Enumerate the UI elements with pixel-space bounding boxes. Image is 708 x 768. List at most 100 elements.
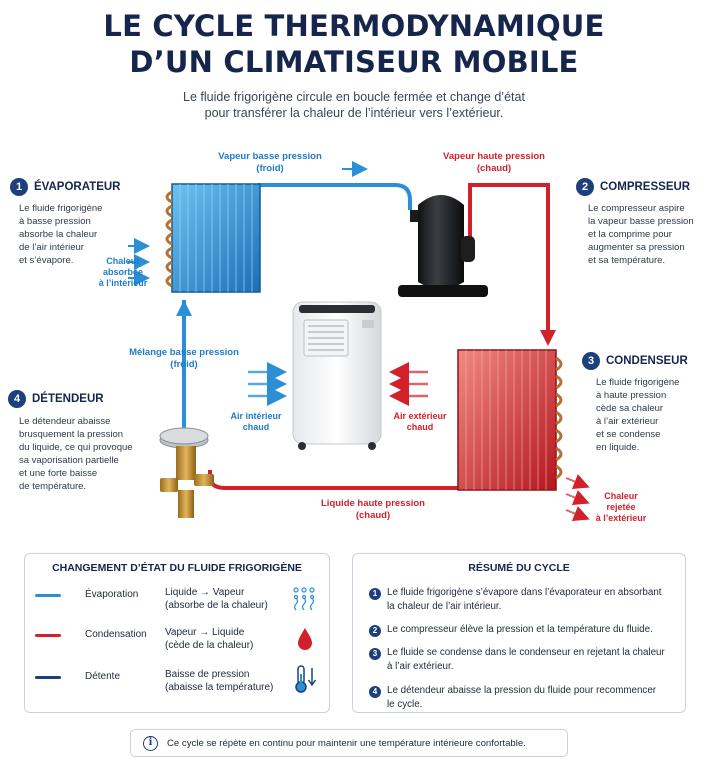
page-title: LE CYCLE THERMODYNAMIQUE D’UN CLIMATISEU… xyxy=(0,8,708,80)
legend-panel: CHANGEMENT D’ÉTAT DU FLUIDE FRIGORIGÈNE … xyxy=(24,553,330,713)
subtitle-line-1: Le fluide frigorigène circule en boucle … xyxy=(183,90,525,104)
pipe-liquid-high xyxy=(208,470,470,490)
summary-item-4: Le détendeur abaisse la pression du flui… xyxy=(387,684,656,712)
step-4-desc-line: Le détendeur abaisse xyxy=(19,416,111,427)
step-4-badge: 4 xyxy=(8,390,26,408)
step-2-desc-line: la vapeur basse pression xyxy=(588,216,694,227)
summary-item-2-badge: 2 xyxy=(369,625,381,637)
step-3-title: CONDENSEUR xyxy=(606,355,688,367)
step-2-badge: 2 xyxy=(576,178,594,196)
summary-item-1-badge: 1 xyxy=(369,588,381,600)
legend-desc-line: (abaisse la température) xyxy=(165,682,274,693)
legend-name: Évaporation xyxy=(85,589,139,600)
flow-label-line: Vapeur basse pression xyxy=(218,151,322,162)
step-2-desc-line: augmenter sa pression xyxy=(588,242,685,253)
legend-desc: Baisse de pression (abaisse la températu… xyxy=(165,668,273,694)
label-line: Chaleur xyxy=(604,491,638,501)
step-4-desc-line: sa vaporisation partielle xyxy=(19,455,119,466)
legend-title: CHANGEMENT D’ÉTAT DU FLUIDE FRIGORIGÈNE xyxy=(52,562,302,574)
evaporator-coil xyxy=(165,183,261,293)
flow-label-line: Vapeur haute pression xyxy=(443,151,545,162)
step-1-desc-line: et s’évapore. xyxy=(19,255,74,266)
summary-title: RÉSUMÉ DU CYCLE xyxy=(468,562,570,574)
step-4-desc-line: du liquide, ce qui provoque xyxy=(19,442,133,453)
step-3-desc-line: Le fluide frigorigène xyxy=(596,377,680,388)
step-2-desc-line: et sa température. xyxy=(588,255,666,266)
step-1-badge: 1 xyxy=(10,178,28,196)
pipe-vapor-low xyxy=(258,161,412,210)
outdoor-air-arrows xyxy=(389,362,428,406)
heat-rejected-arrows xyxy=(565,474,590,521)
summary-line: la chaleur de l’air intérieur. xyxy=(387,601,502,612)
thermometer-icon xyxy=(295,665,317,693)
legend-desc: Liquide → Vapeur (absorbe de la chaleur) xyxy=(165,586,268,612)
legend-desc-line: (absorbe de la chaleur) xyxy=(165,600,268,611)
legend-desc-line: (cède de la chaleur) xyxy=(165,640,254,651)
summary-line: Le fluide frigorigène s’évapore dans l’é… xyxy=(387,587,662,598)
legend-desc-line: Vapeur → Liquide xyxy=(165,627,245,638)
step-1-description: Le fluide frigorigène à basse pression a… xyxy=(19,202,102,267)
label-heat-rejected: Chaleur rejetée à l’extérieur xyxy=(588,491,654,524)
summary-line: Le détendeur abaisse la pression du flui… xyxy=(387,685,657,696)
footer-note: i Ce cycle se répète en continu pour mai… xyxy=(130,729,568,757)
step-3-description: Le fluide frigorigène à haute pression c… xyxy=(596,376,679,454)
step-2-desc-line: et la comprime pour xyxy=(588,229,672,240)
label-line: Air intérieur xyxy=(230,411,282,421)
flow-label-line: (froid) xyxy=(256,163,284,174)
step-4-desc-line: brusquement la pression xyxy=(19,429,124,440)
drop-icon xyxy=(298,628,312,650)
flow-label-line: Liquide haute pression xyxy=(321,498,425,509)
step-1-desc-line: de l’air intérieur xyxy=(19,242,84,253)
step-1-desc-line: à basse pression xyxy=(19,216,91,227)
portable-ac-unit xyxy=(292,301,382,450)
summary-panel: RÉSUMÉ DU CYCLE 1 Le fluide frigorigène … xyxy=(352,553,686,713)
step-1-desc-line: absorbe la chaleur xyxy=(19,229,98,240)
footer-note-text: Ce cycle se répète en continu pour maint… xyxy=(167,738,526,749)
cycle-diagram xyxy=(128,161,590,521)
flow-label-vapor-high: Vapeur haute pression (chaud) xyxy=(428,151,560,175)
legend-line-expansion xyxy=(35,676,61,679)
flow-label-line: Mélange basse pression xyxy=(129,347,239,358)
step-1-desc-line: Le fluide frigorigène xyxy=(19,203,103,214)
step-1-title: ÉVAPORATEUR xyxy=(34,181,121,193)
flow-label-mix-low: Mélange basse pression (froid) xyxy=(114,347,254,371)
pipe-vapor-high xyxy=(468,183,556,346)
summary-line: Le compresseur élève la pression et la t… xyxy=(387,624,653,635)
step-3-badge: 3 xyxy=(582,352,600,370)
legend-line-evaporation xyxy=(35,594,61,597)
legend-desc-line: Baisse de pression xyxy=(165,669,250,680)
flow-label-line: (chaud) xyxy=(355,510,391,521)
label-line: chaud xyxy=(406,422,434,432)
summary-line: le cycle. xyxy=(387,699,423,710)
summary-item-3: Le fluide se condense dans le condenseur… xyxy=(387,646,665,674)
legend-desc: Vapeur → Liquide (cède de la chaleur) xyxy=(165,626,253,652)
heat-absorbed-arrows xyxy=(128,238,150,286)
title-line-2: D’UN CLIMATISEUR MOBILE xyxy=(129,45,579,79)
label-outdoor-air: Air extérieur chaud xyxy=(384,411,456,433)
expansion-valve xyxy=(159,427,214,518)
step-2-desc-line: Le compresseur aspire xyxy=(588,203,685,214)
summary-line: Le fluide se condense dans le condenseur… xyxy=(387,647,665,658)
condenser-coil xyxy=(457,349,563,491)
label-indoor-air: Air intérieur chaud xyxy=(218,411,294,433)
legend-name: Condensation xyxy=(85,629,147,640)
summary-item-2: Le compresseur élève la pression et la t… xyxy=(387,623,653,637)
title-line-1: LE CYCLE THERMODYNAMIQUE xyxy=(103,9,605,43)
step-4-desc-line: de température. xyxy=(19,481,87,492)
subtitle: Le fluide frigorigène circule en boucle … xyxy=(0,89,708,121)
indoor-air-arrows xyxy=(248,362,287,406)
legend-desc-line: Liquide → Vapeur xyxy=(165,587,245,598)
flow-label-vapor-low: Vapeur basse pression (froid) xyxy=(200,151,340,175)
info-icon: i xyxy=(143,736,158,751)
summary-item-4-badge: 4 xyxy=(369,686,381,698)
flow-label-line: (froid) xyxy=(170,359,198,370)
step-3-desc-line: cède sa chaleur xyxy=(596,403,664,414)
step-3-desc-line: en liquide. xyxy=(596,442,640,453)
label-line: Chaleur xyxy=(106,256,140,266)
step-3-desc-line: à l’air extérieur xyxy=(596,416,659,427)
step-3-desc-line: à haute pression xyxy=(596,390,667,401)
step-4-title: DÉTENDEUR xyxy=(32,393,104,405)
step-3-desc-line: et se condense xyxy=(596,429,661,440)
summary-item-1: Le fluide frigorigène s’évapore dans l’é… xyxy=(387,586,662,614)
evaporation-icon xyxy=(293,587,315,611)
